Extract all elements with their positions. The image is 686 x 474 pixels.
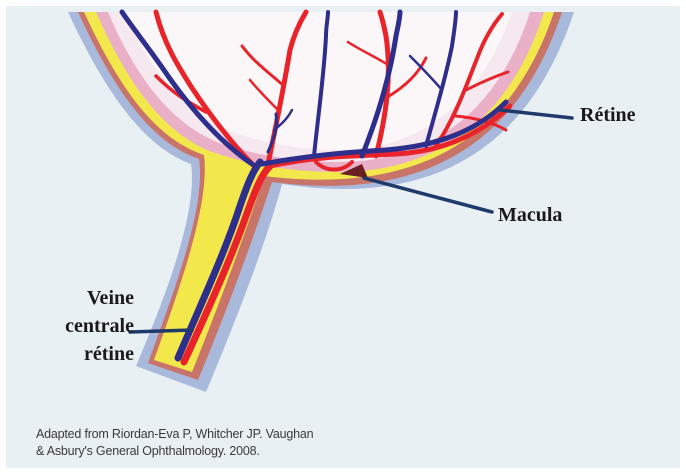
macula-label: Macula <box>498 204 562 227</box>
source-credit-line-2: & Asbury's General Ophthalmology. 2008. <box>36 443 313 460</box>
source-credit-line-1: Adapted from Riordan-Eva P, Whitcher JP.… <box>36 426 313 443</box>
source-credit: Adapted from Riordan-Eva P, Whitcher JP.… <box>36 426 313 460</box>
diagram-panel: Rétine Macula Veine centrale rétine Adap… <box>6 6 680 468</box>
leader-line-macula <box>364 178 492 212</box>
central-vein-label-line-2: centrale <box>22 312 134 340</box>
central-vein-label-line-3: rétine <box>22 340 134 368</box>
central-vein-label-line-1: Veine <box>22 284 134 312</box>
retina-label: Rétine <box>580 104 636 127</box>
central-vein-label: Veine centrale rétine <box>22 284 134 368</box>
leader-line-vein <box>130 330 192 332</box>
retina-diagram <box>6 6 680 468</box>
